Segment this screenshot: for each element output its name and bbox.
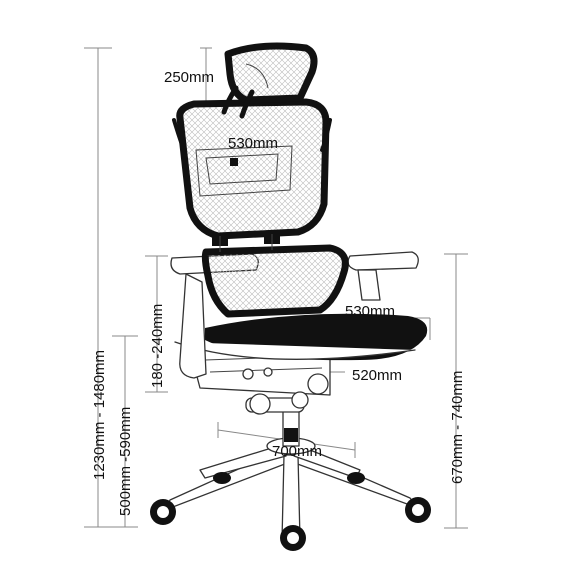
caster-front bbox=[280, 525, 306, 551]
backrest-width-label: 530mm bbox=[228, 135, 278, 152]
seat-width-label: 520mm bbox=[352, 367, 402, 384]
dimension-labels: 250mm 530mm 530mm 520mm 700mm 1230mm - 1… bbox=[91, 69, 466, 516]
caster-left bbox=[150, 499, 176, 525]
backrest-lower bbox=[201, 244, 349, 318]
headrest bbox=[221, 42, 318, 119]
seat-height-label: 500mm -590mm bbox=[117, 407, 134, 516]
headrest-height-label: 250mm bbox=[164, 69, 214, 86]
caster-right bbox=[405, 497, 431, 523]
caster-back-left bbox=[213, 472, 231, 484]
caster-back-right bbox=[347, 472, 365, 484]
armrest-height-label: 670mm - 740mm bbox=[449, 371, 466, 484]
armrest-right bbox=[347, 251, 419, 301]
casters bbox=[150, 472, 431, 551]
seat-depth-label: 530mm bbox=[345, 303, 395, 320]
armrest-adjust-label: 180 -240mm bbox=[149, 304, 166, 388]
total-height-label: 1230mm - 1480mm bbox=[91, 350, 108, 480]
backrest-upper bbox=[172, 98, 332, 240]
base-diameter-label: 700mm bbox=[272, 443, 322, 460]
dimension-lines bbox=[84, 47, 468, 529]
chair-base bbox=[164, 399, 419, 541]
backrest-connector bbox=[212, 234, 280, 252]
seat bbox=[174, 313, 428, 361]
